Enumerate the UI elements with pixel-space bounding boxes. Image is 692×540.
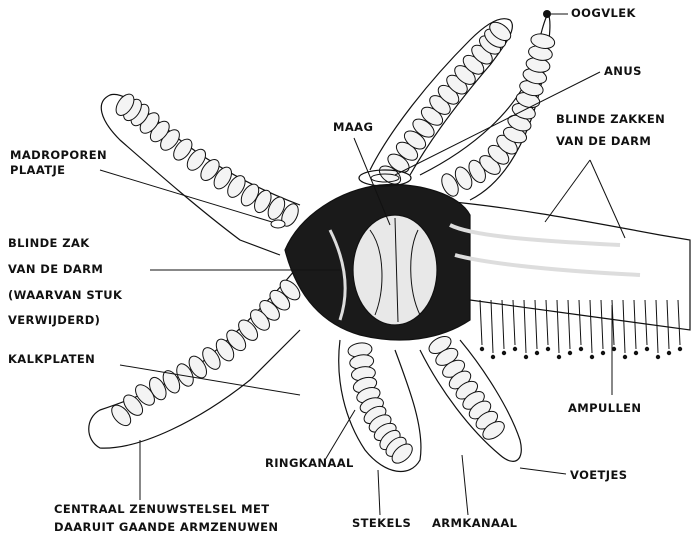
label-centraal-line2: DAARUIT GAANDE ARMZENUWEN [54, 522, 278, 534]
tube-foot-tip [546, 347, 550, 351]
leader-stekels [378, 470, 380, 515]
tube-foot-tip [656, 355, 660, 359]
label-maag: MAAG [333, 122, 373, 134]
tube-foot [480, 300, 482, 345]
tube-feet [480, 300, 682, 359]
leader-voetjes [520, 468, 566, 474]
madreporite [271, 220, 285, 228]
eye-spot [543, 10, 551, 18]
label-madroporen-line1: MADROPOREN [10, 150, 107, 162]
tube-foot-tip [623, 355, 627, 359]
gut-caeca-right [450, 225, 620, 245]
leader-armkanaal [462, 455, 468, 515]
label-ringkanaal: RINGKANAAL [265, 458, 354, 470]
label-madroporen-line2: PLAATJE [10, 165, 65, 177]
label-kalkplaten: KALKPLATEN [8, 354, 95, 366]
tube-foot-tip [480, 347, 484, 351]
tube-foot-tip [513, 347, 517, 351]
tube-foot-tip [645, 347, 649, 351]
label-anus: ANUS [604, 66, 642, 78]
tube-foot [623, 300, 625, 353]
label-blinde-zak-line4: VERWIJDERD) [8, 315, 100, 327]
tube-foot [568, 300, 570, 349]
tube-foot-tip [667, 351, 671, 355]
tube-foot [590, 300, 592, 353]
label-blinde-zak-line1: BLINDE ZAK [8, 238, 90, 250]
tube-foot-tip [491, 355, 495, 359]
tube-foot-tip [590, 355, 594, 359]
tube-foot [557, 300, 559, 353]
tube-foot-tip [502, 351, 506, 355]
tube-foot-tip [557, 355, 561, 359]
tube-foot [535, 300, 537, 349]
tube-foot [645, 300, 647, 345]
tube-foot-tip [524, 355, 528, 359]
tube-foot [579, 300, 581, 345]
tube-foot [546, 300, 548, 345]
leader-ringkanaal [325, 410, 355, 460]
tube-foot [601, 300, 603, 349]
tube-foot [656, 300, 658, 353]
tube-foot-tip [535, 351, 539, 355]
tube-foot-tip [601, 351, 605, 355]
gut-caeca-right-2 [455, 255, 640, 275]
leader-blinde-zakken-b [590, 160, 625, 238]
tube-foot [491, 300, 493, 353]
leader-blinde-zakken-a [545, 160, 590, 222]
label-blinde-zak-line2: VAN DE DARM [8, 264, 103, 276]
tube-foot-tip [678, 347, 682, 351]
tube-foot [678, 300, 680, 345]
tube-foot [667, 300, 669, 349]
tube-foot [513, 300, 515, 345]
label-armkanaal: ARMKANAAL [432, 518, 517, 530]
label-ampullen: AMPULLEN [568, 403, 641, 415]
tube-foot-tip [568, 351, 572, 355]
label-blinde-zakken-line1: BLINDE ZAKKEN [556, 114, 665, 126]
label-blinde-zak-line3: (WAARVAN STUK [8, 290, 122, 302]
label-centraal-line1: CENTRAAL ZENUWSTELSEL MET [54, 504, 270, 516]
label-voetjes: VOETJES [570, 470, 627, 482]
tube-foot [634, 300, 636, 349]
label-blinde-zakken-line2: VAN DE DARM [556, 136, 651, 148]
tube-foot [502, 300, 504, 349]
label-oogvlek: OOGVLEK [571, 8, 636, 20]
tube-foot-tip [634, 351, 638, 355]
label-stekels: STEKELS [352, 518, 411, 530]
tube-foot-tip [579, 347, 583, 351]
